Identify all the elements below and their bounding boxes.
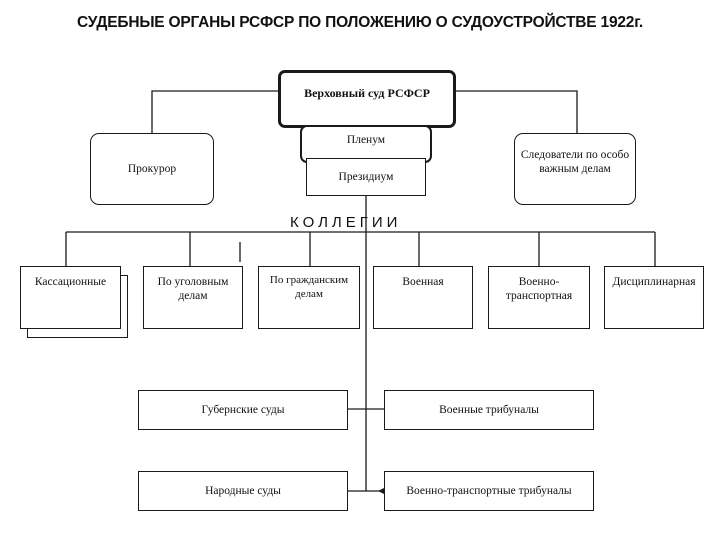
- prosecutor-box: Прокурор: [90, 133, 214, 205]
- collegium-label: По гражданским делам: [269, 274, 349, 300]
- prosecutor-label: Прокурор: [127, 163, 177, 175]
- military-tribunals-label: Военные трибуналы: [439, 404, 539, 416]
- plenum-label: Пленум: [346, 134, 386, 146]
- collegium-box-military: Военная: [373, 266, 473, 329]
- collegium-box-civil: По гражданским делам: [258, 266, 360, 329]
- military-tribunals-box: Военные трибуналы: [384, 390, 594, 430]
- provincial-courts-label: Губернские суды: [201, 404, 285, 416]
- arrow-head: [378, 488, 384, 494]
- peoples-courts-box: Народные суды: [138, 471, 348, 511]
- presidium-label: Президиум: [338, 171, 394, 183]
- collegia-heading: КОЛЛЕГИИ: [290, 214, 402, 231]
- collegium-label: По уголовным делам: [157, 276, 229, 302]
- collegium-box-military-transport: Военно-транспортная: [488, 266, 590, 329]
- collegium-label: Военно-транспортная: [505, 276, 573, 302]
- connector-prosecutor: [151, 90, 278, 133]
- peoples-courts-label: Народные суды: [205, 485, 281, 497]
- diagram-title: СУДЕБНЫЕ ОРГАНЫ РСФСР ПО ПОЛОЖЕНИЮ О СУД…: [76, 14, 644, 31]
- supreme-court-label: Верховный суд РСФСР: [304, 86, 430, 100]
- collegium-box-disciplinary: Дисциплинарная: [604, 266, 704, 329]
- investigators-label: Следователи по особо важным делам: [520, 149, 630, 175]
- collegium-label: Дисциплинарная: [612, 276, 696, 288]
- transport-tribunals-label: Военно-транспортные трибуналы: [406, 485, 572, 497]
- supreme-court-box: Верховный суд РСФСР: [278, 70, 456, 128]
- plenum-box: Пленум: [300, 125, 432, 163]
- collegium-label: Кассационные: [34, 276, 107, 288]
- investigators-box: Следователи по особо важным делам: [514, 133, 636, 205]
- collegium-box-cassation: Кассационные: [20, 266, 121, 329]
- provincial-courts-box: Губернские суды: [138, 390, 348, 430]
- presidium-box: Президиум: [306, 158, 426, 196]
- collegium-label: Военная: [402, 276, 444, 288]
- connector-investigators: [456, 90, 578, 133]
- transport-tribunals-box: Военно-транспортные трибуналы: [384, 471, 594, 511]
- collegium-box-criminal: По уголовным делам: [143, 266, 243, 329]
